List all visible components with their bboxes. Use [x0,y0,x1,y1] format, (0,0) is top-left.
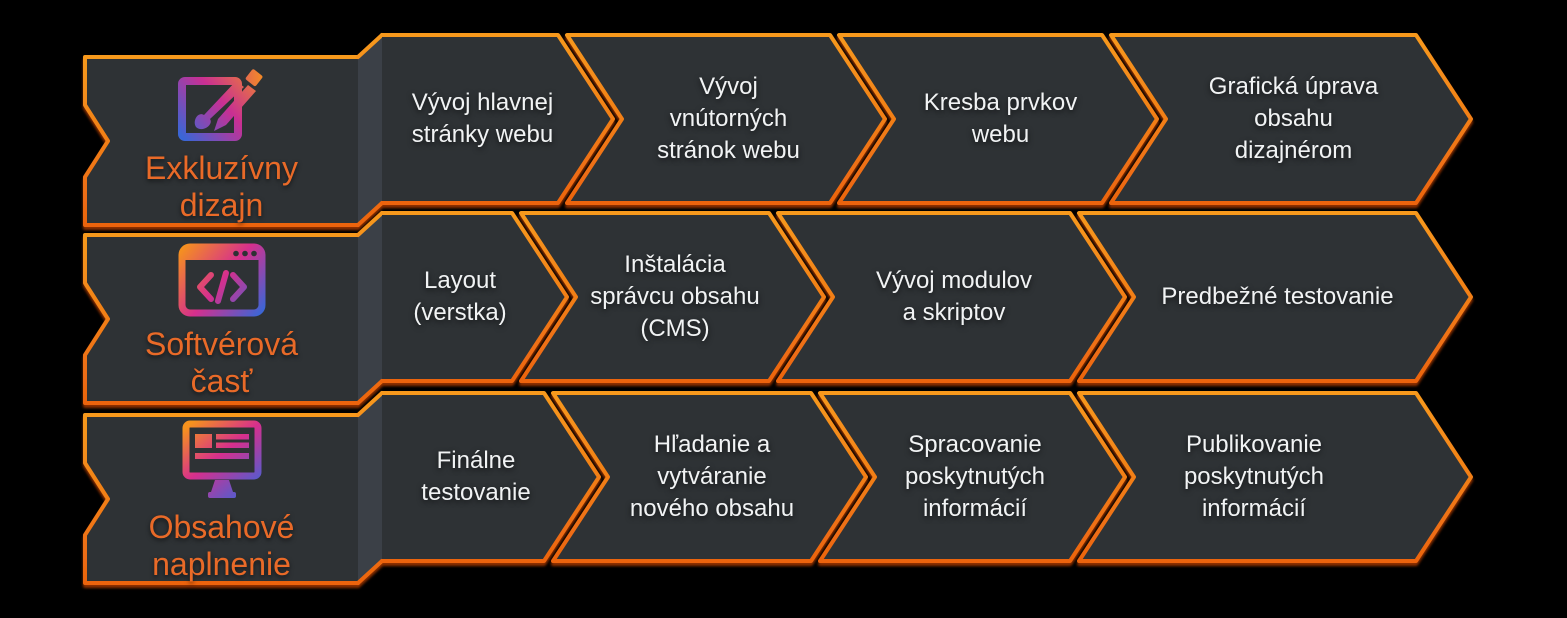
row-1-step-2-arrow [565,33,887,205]
row-2-step-4-arrow [1077,211,1473,383]
row-3-step-1-arrow [382,393,599,561]
row-2-shapes [83,211,1473,405]
row-1-shapes [83,33,1473,227]
row-2-step-2-arrow [519,211,826,383]
row-2-step-3-arrow [776,211,1127,383]
row-1-side-face [358,35,382,225]
row-2-step-1-arrow [382,213,567,381]
row-1-step-4-arrow [1109,33,1473,205]
row-3-step-3-arrow [818,391,1127,563]
row-1-step-1-arrow [382,35,613,203]
row-3-step-2-arrow [551,391,868,563]
row-1-step-3-arrow [837,33,1159,205]
row-3-label-shape [85,415,358,583]
row-2-label-shape [85,235,358,403]
row-2-side-face [358,213,382,403]
row-1-label-shape [85,57,358,225]
row-3-step-4-arrow [1077,391,1473,563]
row-3-shapes [83,391,1473,585]
row-3-side-face [358,393,382,583]
